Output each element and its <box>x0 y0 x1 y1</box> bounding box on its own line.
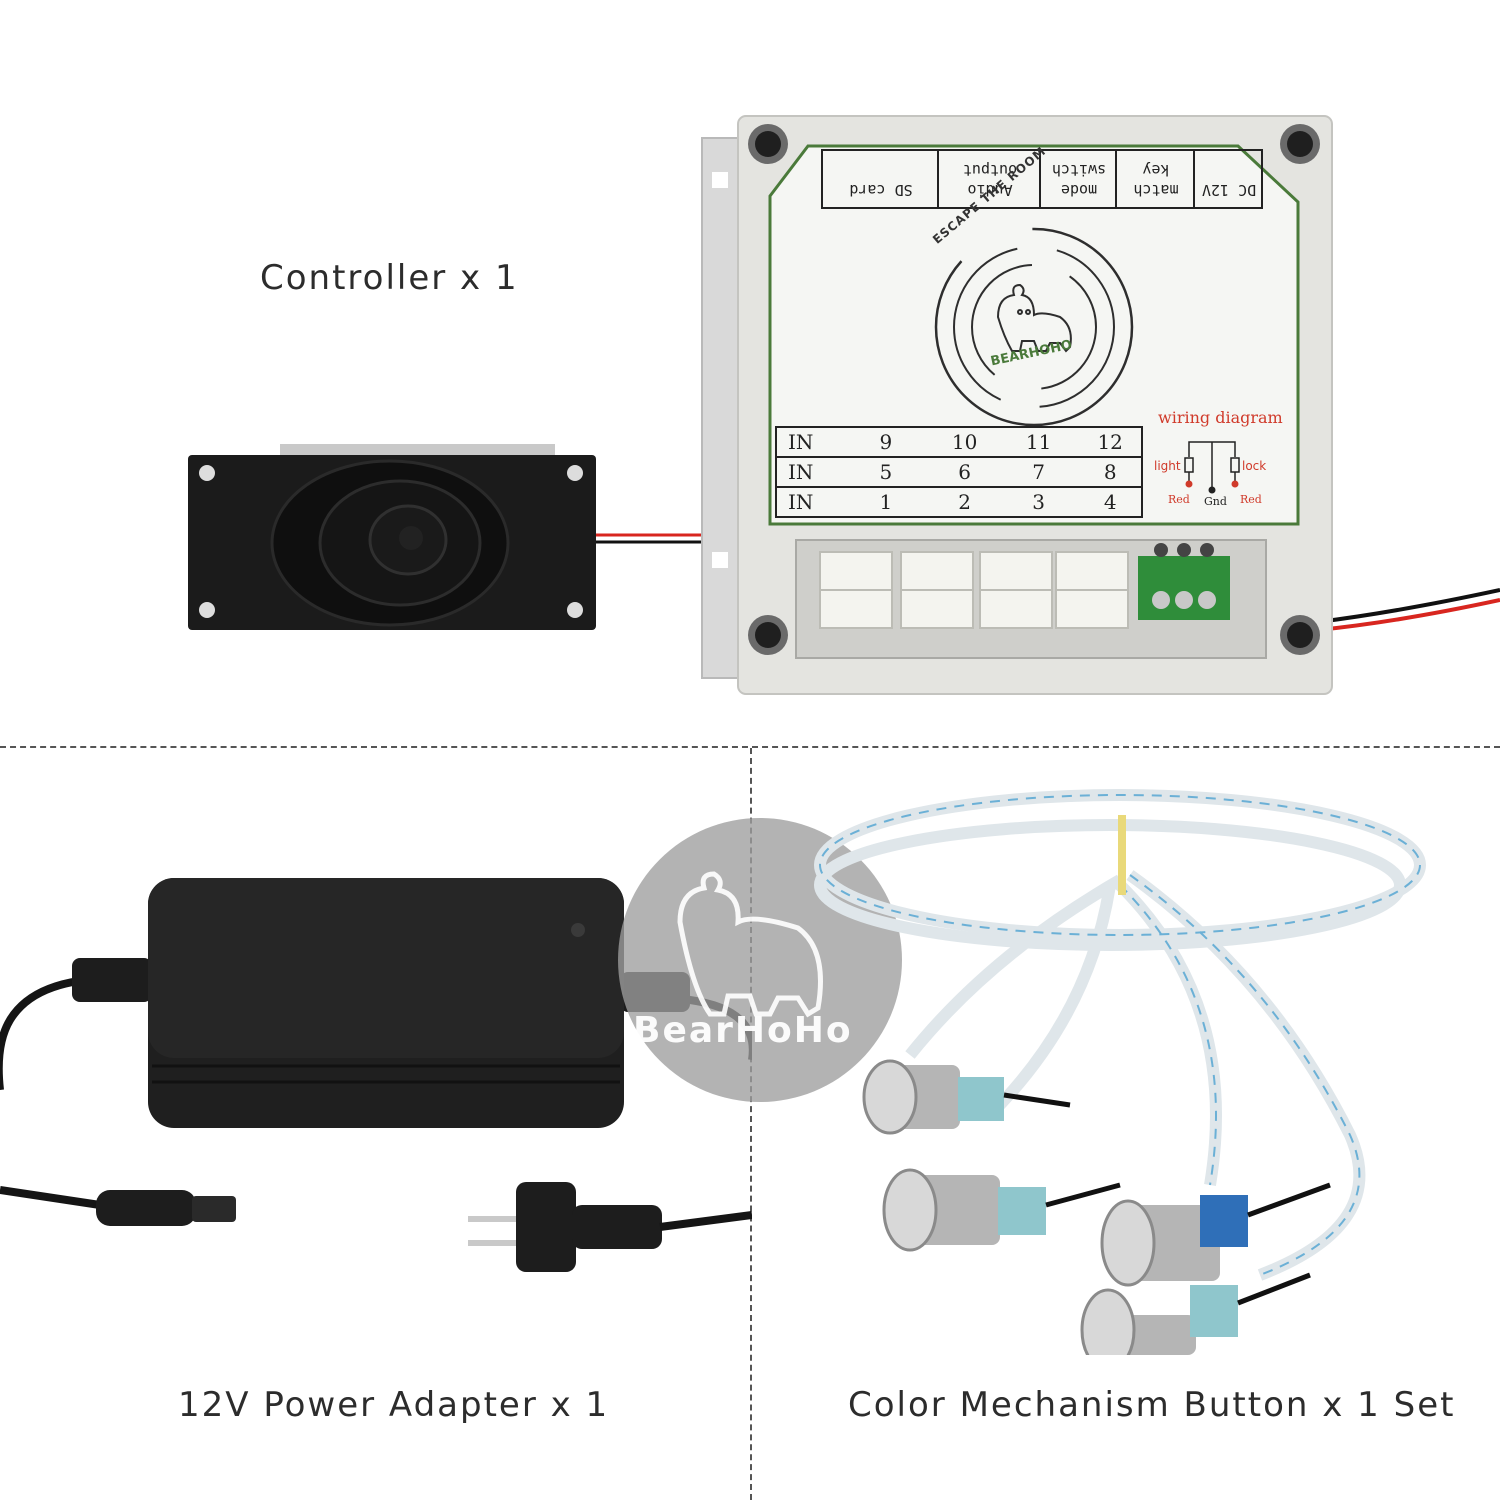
controller-box <box>701 115 1500 695</box>
power-adapter-caption: 12V Power Adapter x 1 <box>178 1385 610 1425</box>
watermark-brand: BearHoHo <box>633 1010 853 1051</box>
wiring-red-left: Red <box>1168 493 1190 506</box>
speaker-image <box>188 444 710 630</box>
buttons-image <box>814 789 1426 1355</box>
wiring-diagram-title: wiring diagram <box>1158 408 1283 427</box>
horizontal-divider <box>0 746 1500 748</box>
vertical-divider <box>750 748 752 1500</box>
header-dc12v: DC 12V <box>1201 181 1257 199</box>
io-row: IN 5 6 7 8 <box>788 460 1117 484</box>
buttons-caption: Color Mechanism Button x 1 Set <box>848 1385 1456 1425</box>
io-grid: IN 9 10 11 12 IN 5 6 7 8 IN 1 2 3 4 <box>780 427 1146 517</box>
wiring-light-label: light <box>1154 459 1181 473</box>
wiring-red-right: Red <box>1240 493 1262 506</box>
header-match-key: match key <box>1133 161 1179 199</box>
wiring-lock-label: lock <box>1242 459 1267 473</box>
controller-caption: Controller x 1 <box>260 258 519 298</box>
header-sd-card: SD card <box>849 181 913 199</box>
io-row: IN 9 10 11 12 <box>788 430 1123 454</box>
wiring-gnd: Gnd <box>1204 495 1227 508</box>
header-mode-switch: mode switch <box>1051 161 1107 199</box>
io-row: IN 1 2 3 4 <box>788 490 1117 514</box>
